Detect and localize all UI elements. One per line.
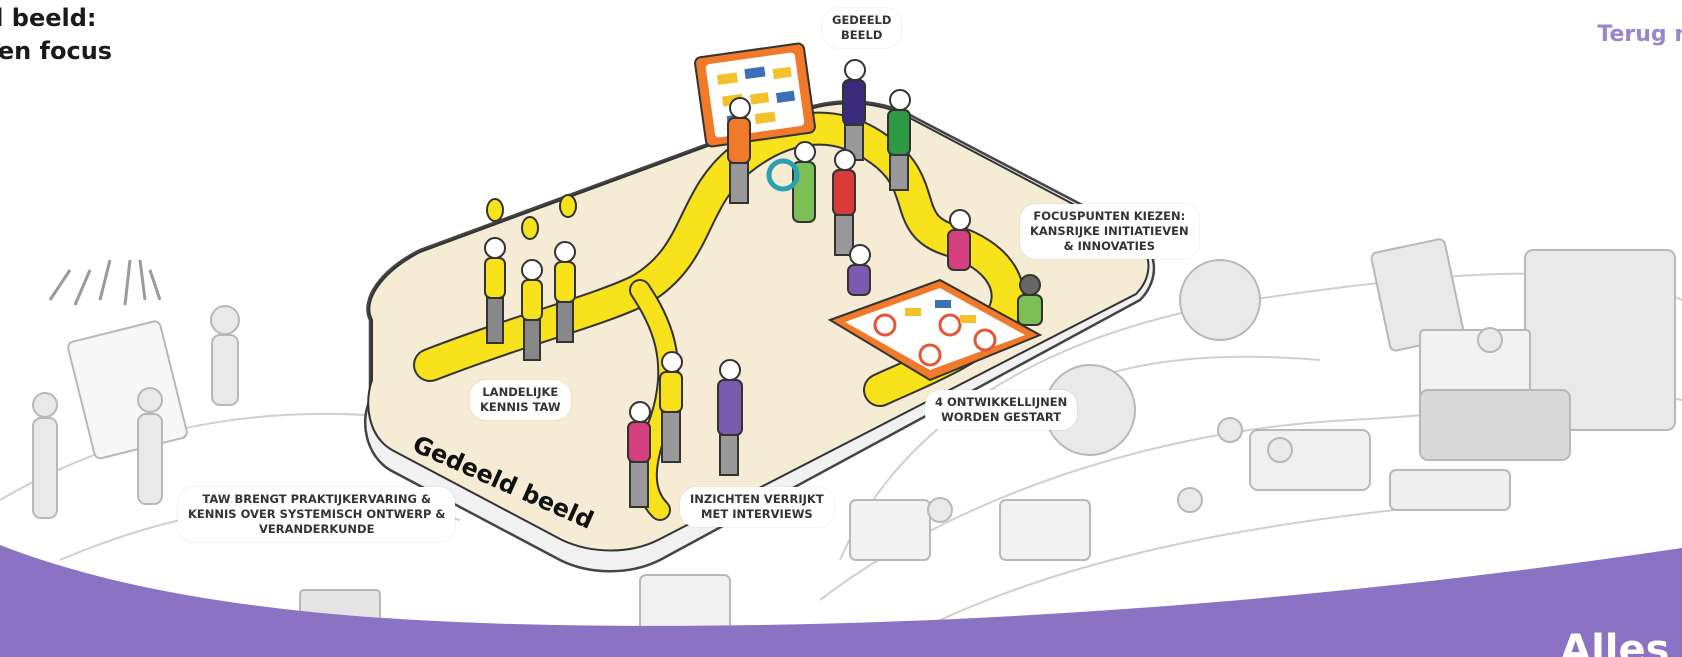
bubble-line: worden gestart: [941, 410, 1062, 424]
back-link[interactable]: Terug n: [1597, 22, 1682, 47]
page-title-line-2: t en focus: [0, 37, 113, 65]
bubble-ontwikkellijnen: 4 ontwikkellijnen worden gestart: [925, 390, 1078, 430]
bubble-line: TAW brengt praktijkervaring &: [202, 492, 432, 506]
bubble-gedeeld-beeld: Gedeeld beeld: [822, 8, 902, 48]
people: [484, 59, 1043, 508]
bubble-line: kennis TAW: [480, 400, 561, 414]
bubble-line: Focuspunten kiezen:: [1033, 209, 1186, 223]
bubble-line: veranderkunde: [258, 522, 375, 536]
bubble-line: kennis over systemisch ontwerp &: [188, 507, 446, 521]
bubble-taw-praktijkervaring: TAW brengt praktijkervaring & kennis ove…: [178, 487, 456, 542]
bubble-line: Gedeeld: [832, 13, 892, 27]
bubble-line: kansrijke initiatieven: [1030, 224, 1189, 238]
top-board: [694, 42, 816, 148]
bubble-focuspunten: Focuspunten kiezen: kansrijke initiatiev…: [1020, 204, 1199, 259]
bubble-line: beeld: [841, 28, 883, 42]
page-title-line-1: ld beeld:: [0, 4, 97, 32]
bubble-inzichten-interviews: Inzichten verrijkt met interviews: [680, 487, 834, 527]
lightbulbs: [486, 194, 577, 240]
bubble-line: Landelijke: [482, 385, 559, 399]
bubble-line: Inzichten verrijkt: [690, 492, 824, 506]
background-figures: [32, 238, 1676, 651]
bubble-line: & innovaties: [1063, 239, 1155, 253]
tools-sketch: [48, 259, 162, 306]
bubble-landelijke-kennis: Landelijke kennis TAW: [470, 380, 571, 420]
bubble-line: met interviews: [701, 507, 813, 521]
footer-wave: [0, 545, 1682, 657]
footer-heading: Alles d: [1560, 627, 1682, 657]
bubble-line: 4 ontwikkellijnen: [935, 395, 1068, 409]
page-title: ld beeld: t en focus: [0, 2, 112, 68]
focus-board: [827, 278, 1043, 382]
